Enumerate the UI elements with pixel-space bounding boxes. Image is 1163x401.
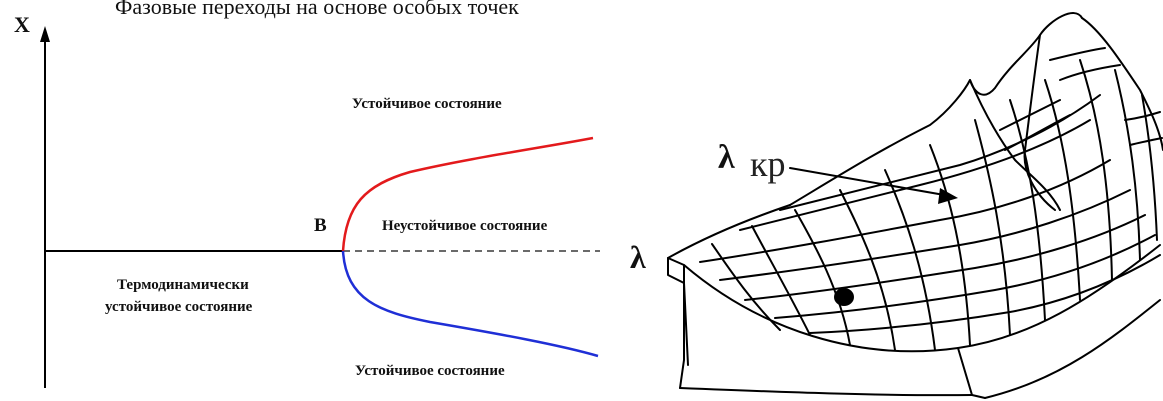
bifurcation-diagram: X B Устойчивое состояние Неустойчивое со… [14,12,600,388]
peak-mesh-1 [999,99,1061,131]
block-right-bottom [984,299,1161,399]
grid-trans-3 [794,209,851,346]
potential-surface [667,12,1163,399]
lower-stable-label: Устойчивое состояние [355,363,505,379]
grid-long-3 [744,214,1146,301]
peak-mesh-4 [1059,64,1121,81]
grid-trans-2 [751,225,811,336]
grid-trans-10 [1079,59,1113,281]
thermo-label-line2: устойчивое состояние [105,299,253,315]
block-inner-edge [683,282,689,366]
grid-long-5 [809,254,1161,334]
lambda-label: λ [630,239,646,275]
grid-long-1 [699,159,1111,263]
peak-mesh-6 [1129,137,1163,146]
y-axis-arrow [40,26,50,42]
grid-long-2 [719,189,1131,281]
grid-long-7 [779,94,1101,211]
peak-mesh-3 [1049,47,1106,61]
header-text: Фазовые переходы на основе особых точек [115,0,519,19]
grid-trans-12 [1141,94,1158,241]
ball-marker [834,288,854,306]
peak-mesh-2 [1004,114,1071,151]
critical-arrow-line [789,167,951,197]
grid-trans-11 [1114,69,1141,261]
peak-mesh-5 [1124,111,1161,121]
grid-trans-1 [711,243,781,331]
block-bottom-edge [679,387,973,397]
bifurcation-point-label: B [314,215,327,236]
upper-stable-label: Устойчивое состояние [352,96,502,112]
lower-branch-curve [341,250,599,358]
thermo-label-line1: Термодинамически [117,277,249,293]
block-left-face [667,257,685,389]
grid-trans-6 [929,144,971,346]
block-front-corner [957,347,986,399]
surface-left-edge [667,204,791,259]
grid-trans-7 [974,119,1011,336]
y-axis-label: X [14,12,30,37]
critical-arrow-head [938,188,958,204]
inner-fold [969,79,1061,211]
unstable-label: Неустойчивое состояние [382,218,548,234]
upper-branch-curve [341,136,594,252]
lambda-kr-symbol: λ [718,139,735,176]
grid-trans-4 [839,189,896,351]
right-ridge [1081,17,1163,151]
grid-long-4 [774,234,1156,319]
grid-long-6 [739,119,1091,231]
grid-trans-9 [1044,79,1081,301]
lambda-kr-subscript: кр [750,144,786,184]
block-lip [667,257,685,284]
